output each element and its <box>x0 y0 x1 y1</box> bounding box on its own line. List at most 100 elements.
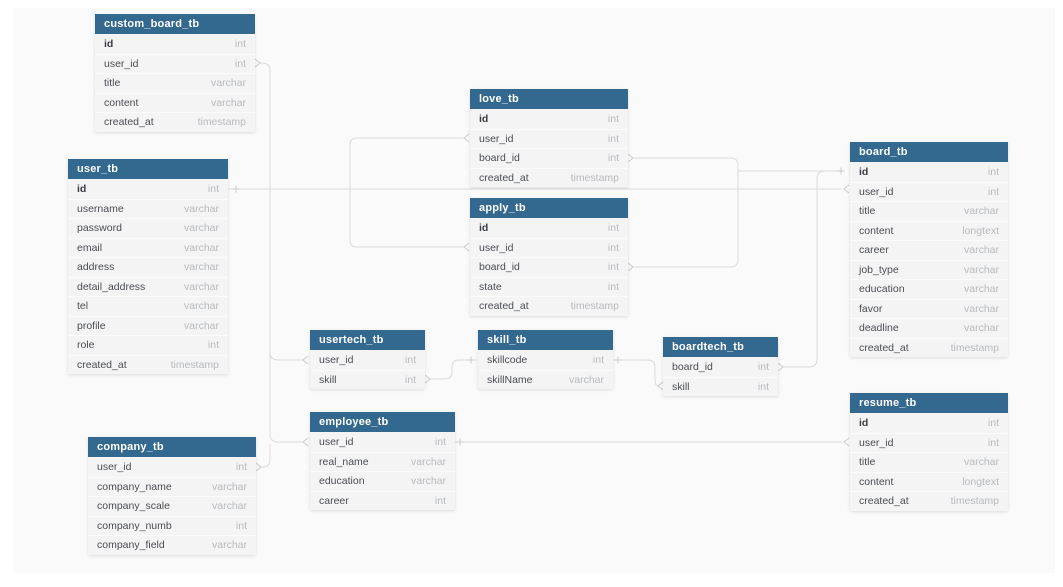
field-name: username <box>77 202 124 215</box>
table-header[interactable]: custom_board_tb <box>95 14 255 34</box>
field-type: varchar <box>183 300 219 313</box>
table-header[interactable]: love_tb <box>470 89 628 109</box>
table-header[interactable]: boardtech_tb <box>663 337 778 357</box>
table-header[interactable]: apply_tb <box>470 198 628 218</box>
field-type: varchar <box>410 455 446 468</box>
field-name: state <box>479 280 502 293</box>
field-name: skill <box>319 373 337 386</box>
field-name: user_id <box>479 241 514 254</box>
table-header[interactable]: employee_tb <box>310 412 455 432</box>
table-header[interactable]: skill_tb <box>478 330 613 350</box>
field-row-deadline[interactable]: deadline varchar <box>850 318 1008 338</box>
field-type: varchar <box>183 222 219 235</box>
field-name: title <box>859 205 876 218</box>
table-header[interactable]: usertech_tb <box>310 330 425 350</box>
field-name: email <box>77 241 103 254</box>
field-type: int <box>607 241 619 254</box>
field-row-user_id[interactable]: user_id int <box>470 237 628 258</box>
field-name: id <box>859 165 869 178</box>
field-type: int <box>987 416 999 429</box>
field-name: content <box>859 224 894 237</box>
field-type: int <box>207 339 219 352</box>
table-header[interactable]: resume_tb <box>850 393 1008 413</box>
field-type: varchar <box>963 322 999 335</box>
field-name: created_at <box>104 116 154 129</box>
field-type: int <box>607 280 619 293</box>
field-name: address <box>77 261 115 274</box>
field-name: created_at <box>479 300 529 313</box>
table-header[interactable]: user_tb <box>68 159 228 179</box>
field-type: int <box>607 132 619 145</box>
table-header[interactable]: board_tb <box>850 142 1008 162</box>
field-type: varchar <box>963 302 999 315</box>
field-row-state[interactable]: state int <box>470 276 628 297</box>
table-header[interactable]: company_tb <box>88 437 256 457</box>
field-name: deadline <box>859 322 899 335</box>
